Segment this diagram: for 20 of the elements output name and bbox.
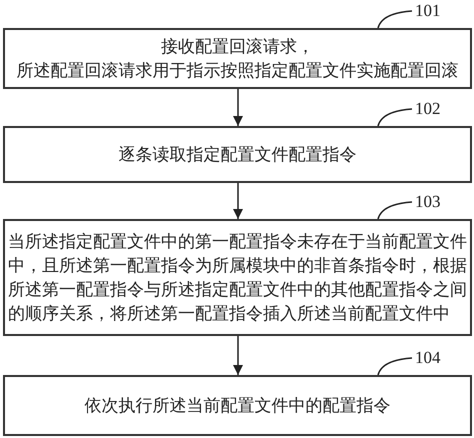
step-text: 依次执行所述当前配置文件中的配置指令: [84, 394, 390, 416]
step-number: 102: [415, 99, 440, 119]
leader-line: [377, 10, 412, 28]
process-box: [3, 28, 472, 89]
step-text: 所述配置回滚请求用于指示按照指定配置文件实施配置回滚: [16, 60, 458, 82]
step-number: 103: [415, 192, 440, 212]
step-text: 当所述指定配置文件中的第一配置指令未存在于当前配置文件中，且所述第一配置指令为所属模块中的非首条指令时，根据所述第一配置指令与所述指定配置文件中的其他配置指令之间的顺序关系，将所述第一配置指令插入所述当前配置文件中: [8, 230, 467, 324]
arrow: [233, 89, 243, 126]
process-box: [3, 375, 472, 436]
process-box: [3, 219, 472, 336]
arrow: [233, 336, 243, 375]
leader-line: [377, 108, 412, 126]
step-number: 104: [415, 348, 440, 368]
leader-line: [377, 201, 412, 220]
arrow: [233, 183, 243, 219]
process-box: [3, 126, 472, 183]
step-text: 接收配置回滚请求，: [161, 36, 314, 58]
step-text: 逐条读取指定配置文件配置指令: [118, 144, 356, 166]
step-number: 101: [415, 1, 440, 21]
leader-line: [377, 357, 412, 376]
